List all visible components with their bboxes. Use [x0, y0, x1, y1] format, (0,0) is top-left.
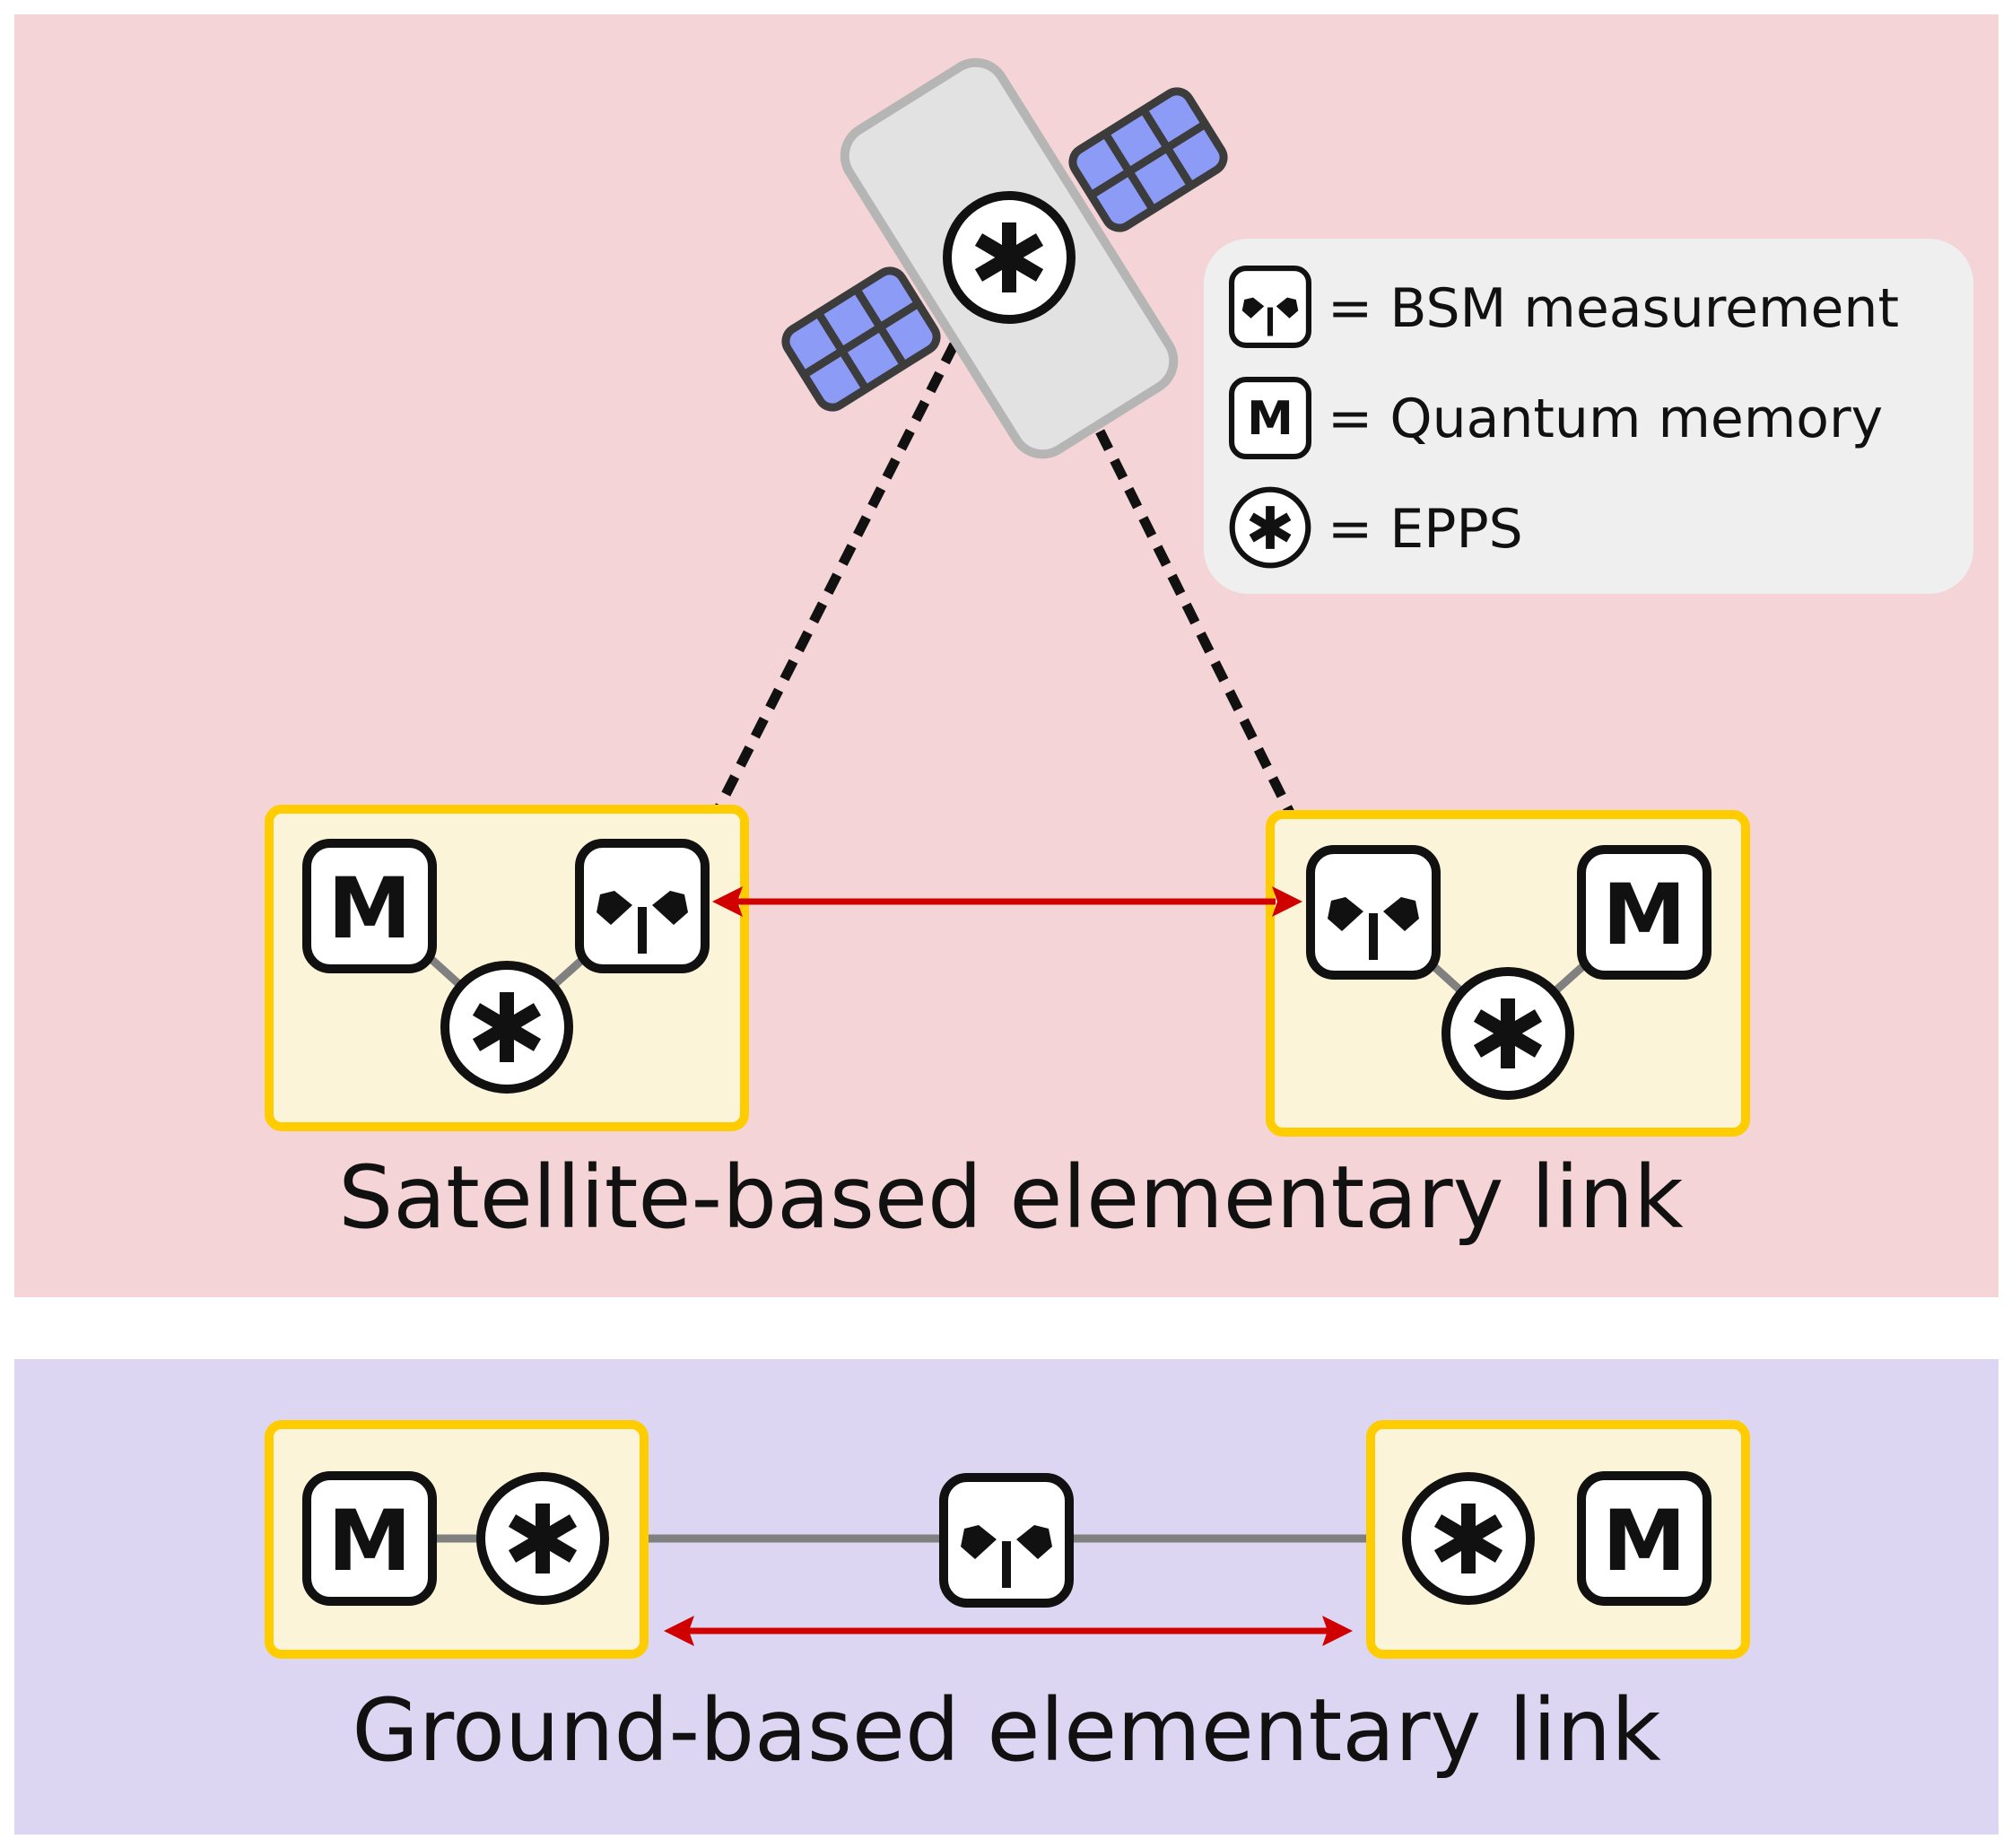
memory-letter: M — [327, 1493, 412, 1591]
bsm-icon — [1311, 850, 1436, 975]
memory-letter: M — [1602, 867, 1686, 964]
ground-link-caption: Ground-based elementary link — [352, 1680, 1661, 1781]
legend: = BSM measurement M = Quantum memory = E… — [1204, 239, 1973, 594]
legend-item-memory: M = Quantum memory — [1232, 379, 1883, 457]
satellite-elementary-link-arrow — [712, 886, 1302, 917]
epps-icon — [1407, 1477, 1530, 1600]
legend-item-epps: = EPPS — [1232, 490, 1523, 566]
ground-bsm-icon — [944, 1478, 1069, 1603]
legend-memory-letter: M — [1247, 392, 1293, 446]
legend-epps-icon — [1232, 490, 1309, 566]
legend-bsm-icon — [1232, 268, 1309, 345]
legend-epps-label: = EPPS — [1328, 498, 1523, 561]
solar-panel-right — [1068, 87, 1228, 232]
legend-memory-label: = Quantum memory — [1328, 388, 1883, 450]
legend-bsm-label: = BSM measurement — [1328, 277, 1899, 340]
bsm-icon — [579, 843, 705, 969]
satellite-icon — [781, 57, 1228, 459]
epps-icon — [1446, 972, 1570, 1095]
satellite-downlink-left — [699, 313, 973, 841]
satellite-link-panel: = BSM measurement M = Quantum memory = E… — [14, 14, 1999, 1297]
ground-right-station: M — [1366, 1420, 1750, 1659]
legend-item-bsm: = BSM measurement — [1232, 268, 1899, 345]
satellite-left-station: M — [265, 805, 749, 1131]
epps-icon — [481, 1477, 605, 1600]
solar-panel-left — [781, 266, 941, 412]
ground-elementary-link-arrow — [664, 1616, 1353, 1646]
ground-left-station: M — [265, 1420, 649, 1659]
memory-letter: M — [1602, 1493, 1686, 1591]
epps-icon — [445, 965, 569, 1089]
satellite-link-caption: Satellite-based elementary link — [338, 1147, 1684, 1248]
memory-letter: M — [327, 860, 412, 958]
satellite-epps-icon — [947, 196, 1071, 319]
satellite-right-station: M — [1266, 810, 1750, 1137]
ground-link-panel: M M Ground-based elementary link — [14, 1359, 1999, 1835]
legend-background — [1204, 239, 1973, 594]
